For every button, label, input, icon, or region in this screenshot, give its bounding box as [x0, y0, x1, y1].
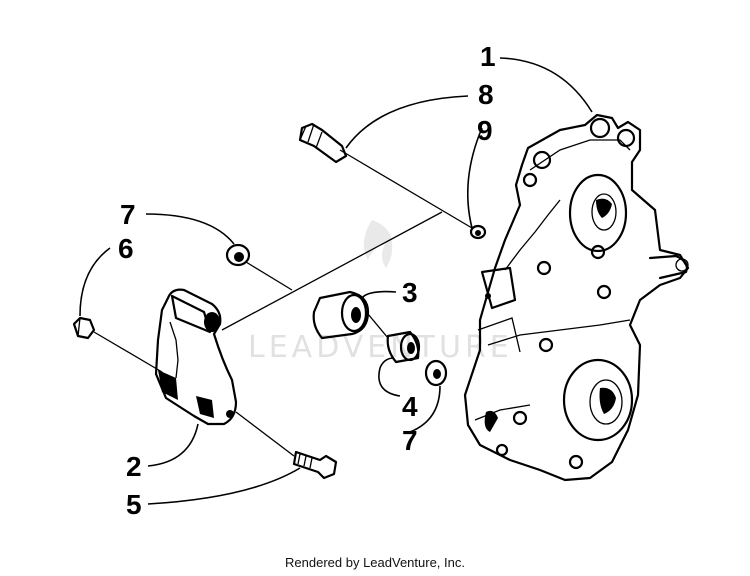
- washer-7-upper: [225, 243, 251, 267]
- gear-case-cover: [463, 113, 690, 482]
- callout-4: 4: [402, 391, 418, 422]
- bushing-4: [386, 330, 421, 364]
- washer-7-lower: [424, 359, 448, 387]
- washer-9: [469, 224, 487, 240]
- callout-7-upper: 7: [120, 199, 136, 230]
- footer-credit: Rendered by LeadVenture, Inc.: [285, 555, 465, 570]
- watermark: LEADVENTURE: [248, 220, 513, 365]
- bolt-5: [292, 450, 338, 480]
- watermark-text: LEADVENTURE: [248, 330, 513, 365]
- callout-6: 6: [118, 233, 134, 264]
- callout-3: 3: [402, 277, 418, 308]
- tensioner-arm-2: [154, 288, 238, 426]
- callout-1: 1: [480, 41, 496, 72]
- callout-9: 9: [477, 115, 493, 146]
- callout-5: 5: [126, 489, 142, 520]
- bolt-8: [298, 122, 348, 164]
- assembly-lines: [93, 149, 473, 457]
- callout-2: 2: [126, 451, 142, 482]
- leader-lines: [79, 57, 593, 505]
- callout-8: 8: [478, 79, 494, 110]
- callout-7-lower: 7: [402, 425, 418, 456]
- nut-6: [72, 316, 96, 340]
